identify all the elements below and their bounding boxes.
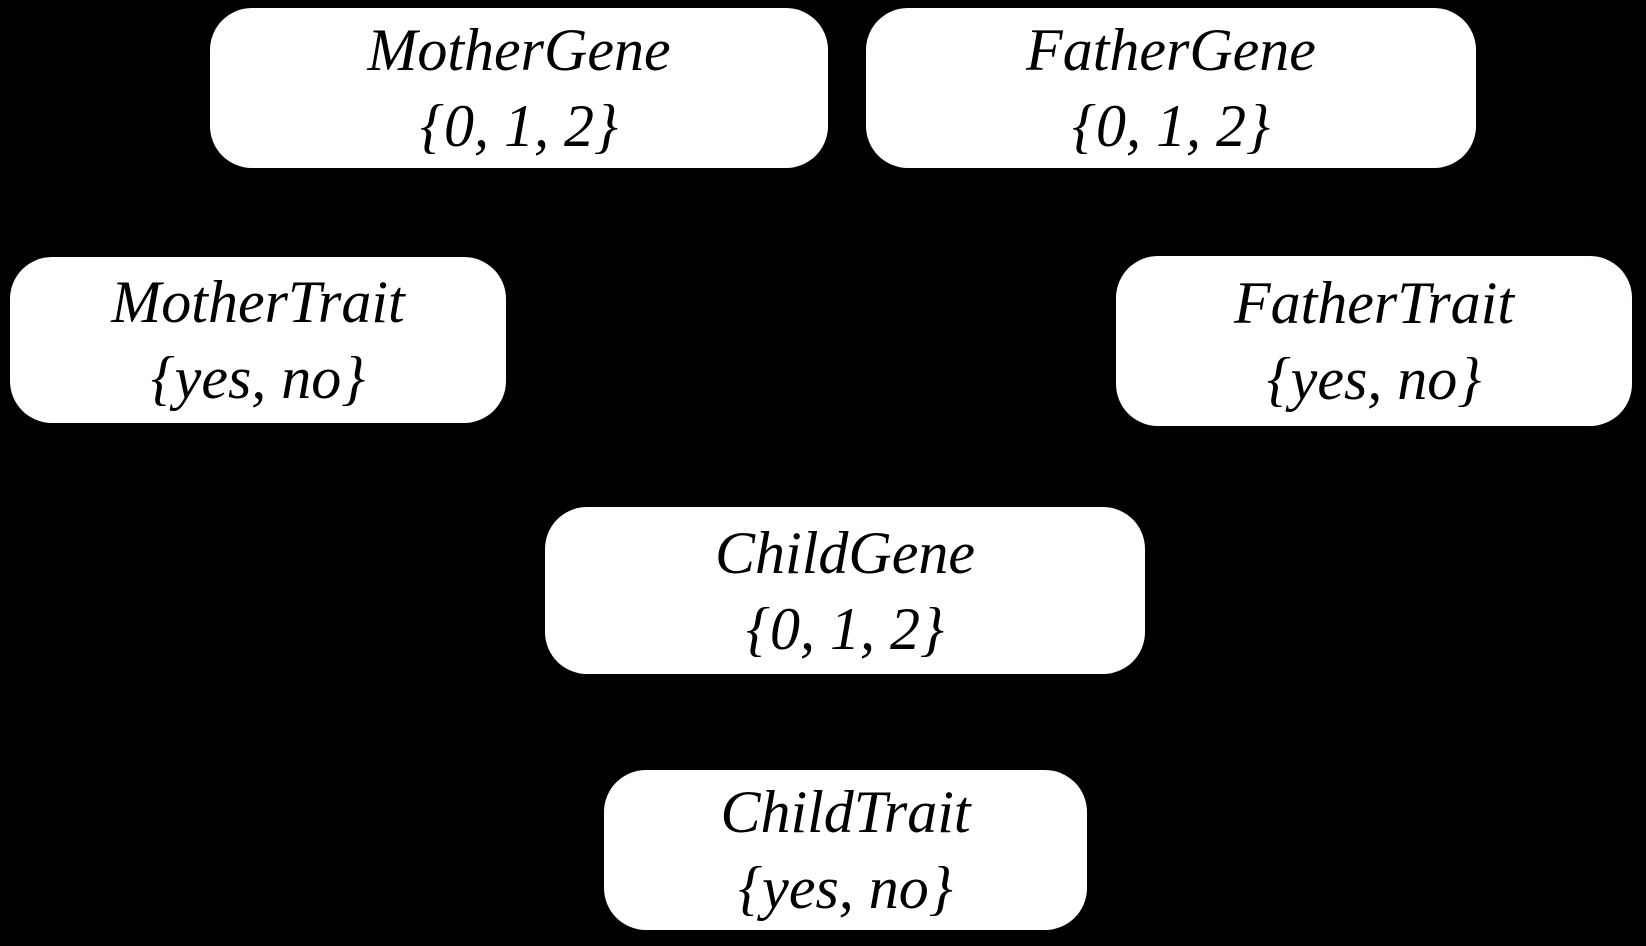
node-father-trait-label: FatherTrait xyxy=(1233,270,1515,336)
node-mother-gene: MotherGene {0, 1, 2} xyxy=(210,8,828,168)
node-mother-trait-label: MotherTrait xyxy=(111,269,405,335)
node-mother-gene-label: MotherGene xyxy=(367,17,671,83)
node-mother-trait-domain: {yes, no} xyxy=(150,345,366,411)
node-father-gene: FatherGene {0, 1, 2} xyxy=(866,8,1476,168)
node-child-trait-domain: {yes, no} xyxy=(738,855,953,921)
node-child-trait: ChildTrait {yes, no} xyxy=(604,770,1087,930)
node-child-gene-label: ChildGene xyxy=(715,519,975,586)
node-mother-gene-domain: {0, 1, 2} xyxy=(420,93,618,159)
node-child-gene: ChildGene {0, 1, 2} xyxy=(545,507,1145,674)
node-mother-trait: MotherTrait {yes, no} xyxy=(10,257,506,423)
node-father-gene-domain: {0, 1, 2} xyxy=(1072,93,1270,159)
node-father-trait: FatherTrait {yes, no} xyxy=(1116,256,1632,426)
node-father-gene-label: FatherGene xyxy=(1026,17,1316,83)
node-father-trait-domain: {yes, no} xyxy=(1266,346,1482,412)
node-child-trait-label: ChildTrait xyxy=(720,779,971,845)
node-child-gene-domain: {0, 1, 2} xyxy=(746,595,944,662)
